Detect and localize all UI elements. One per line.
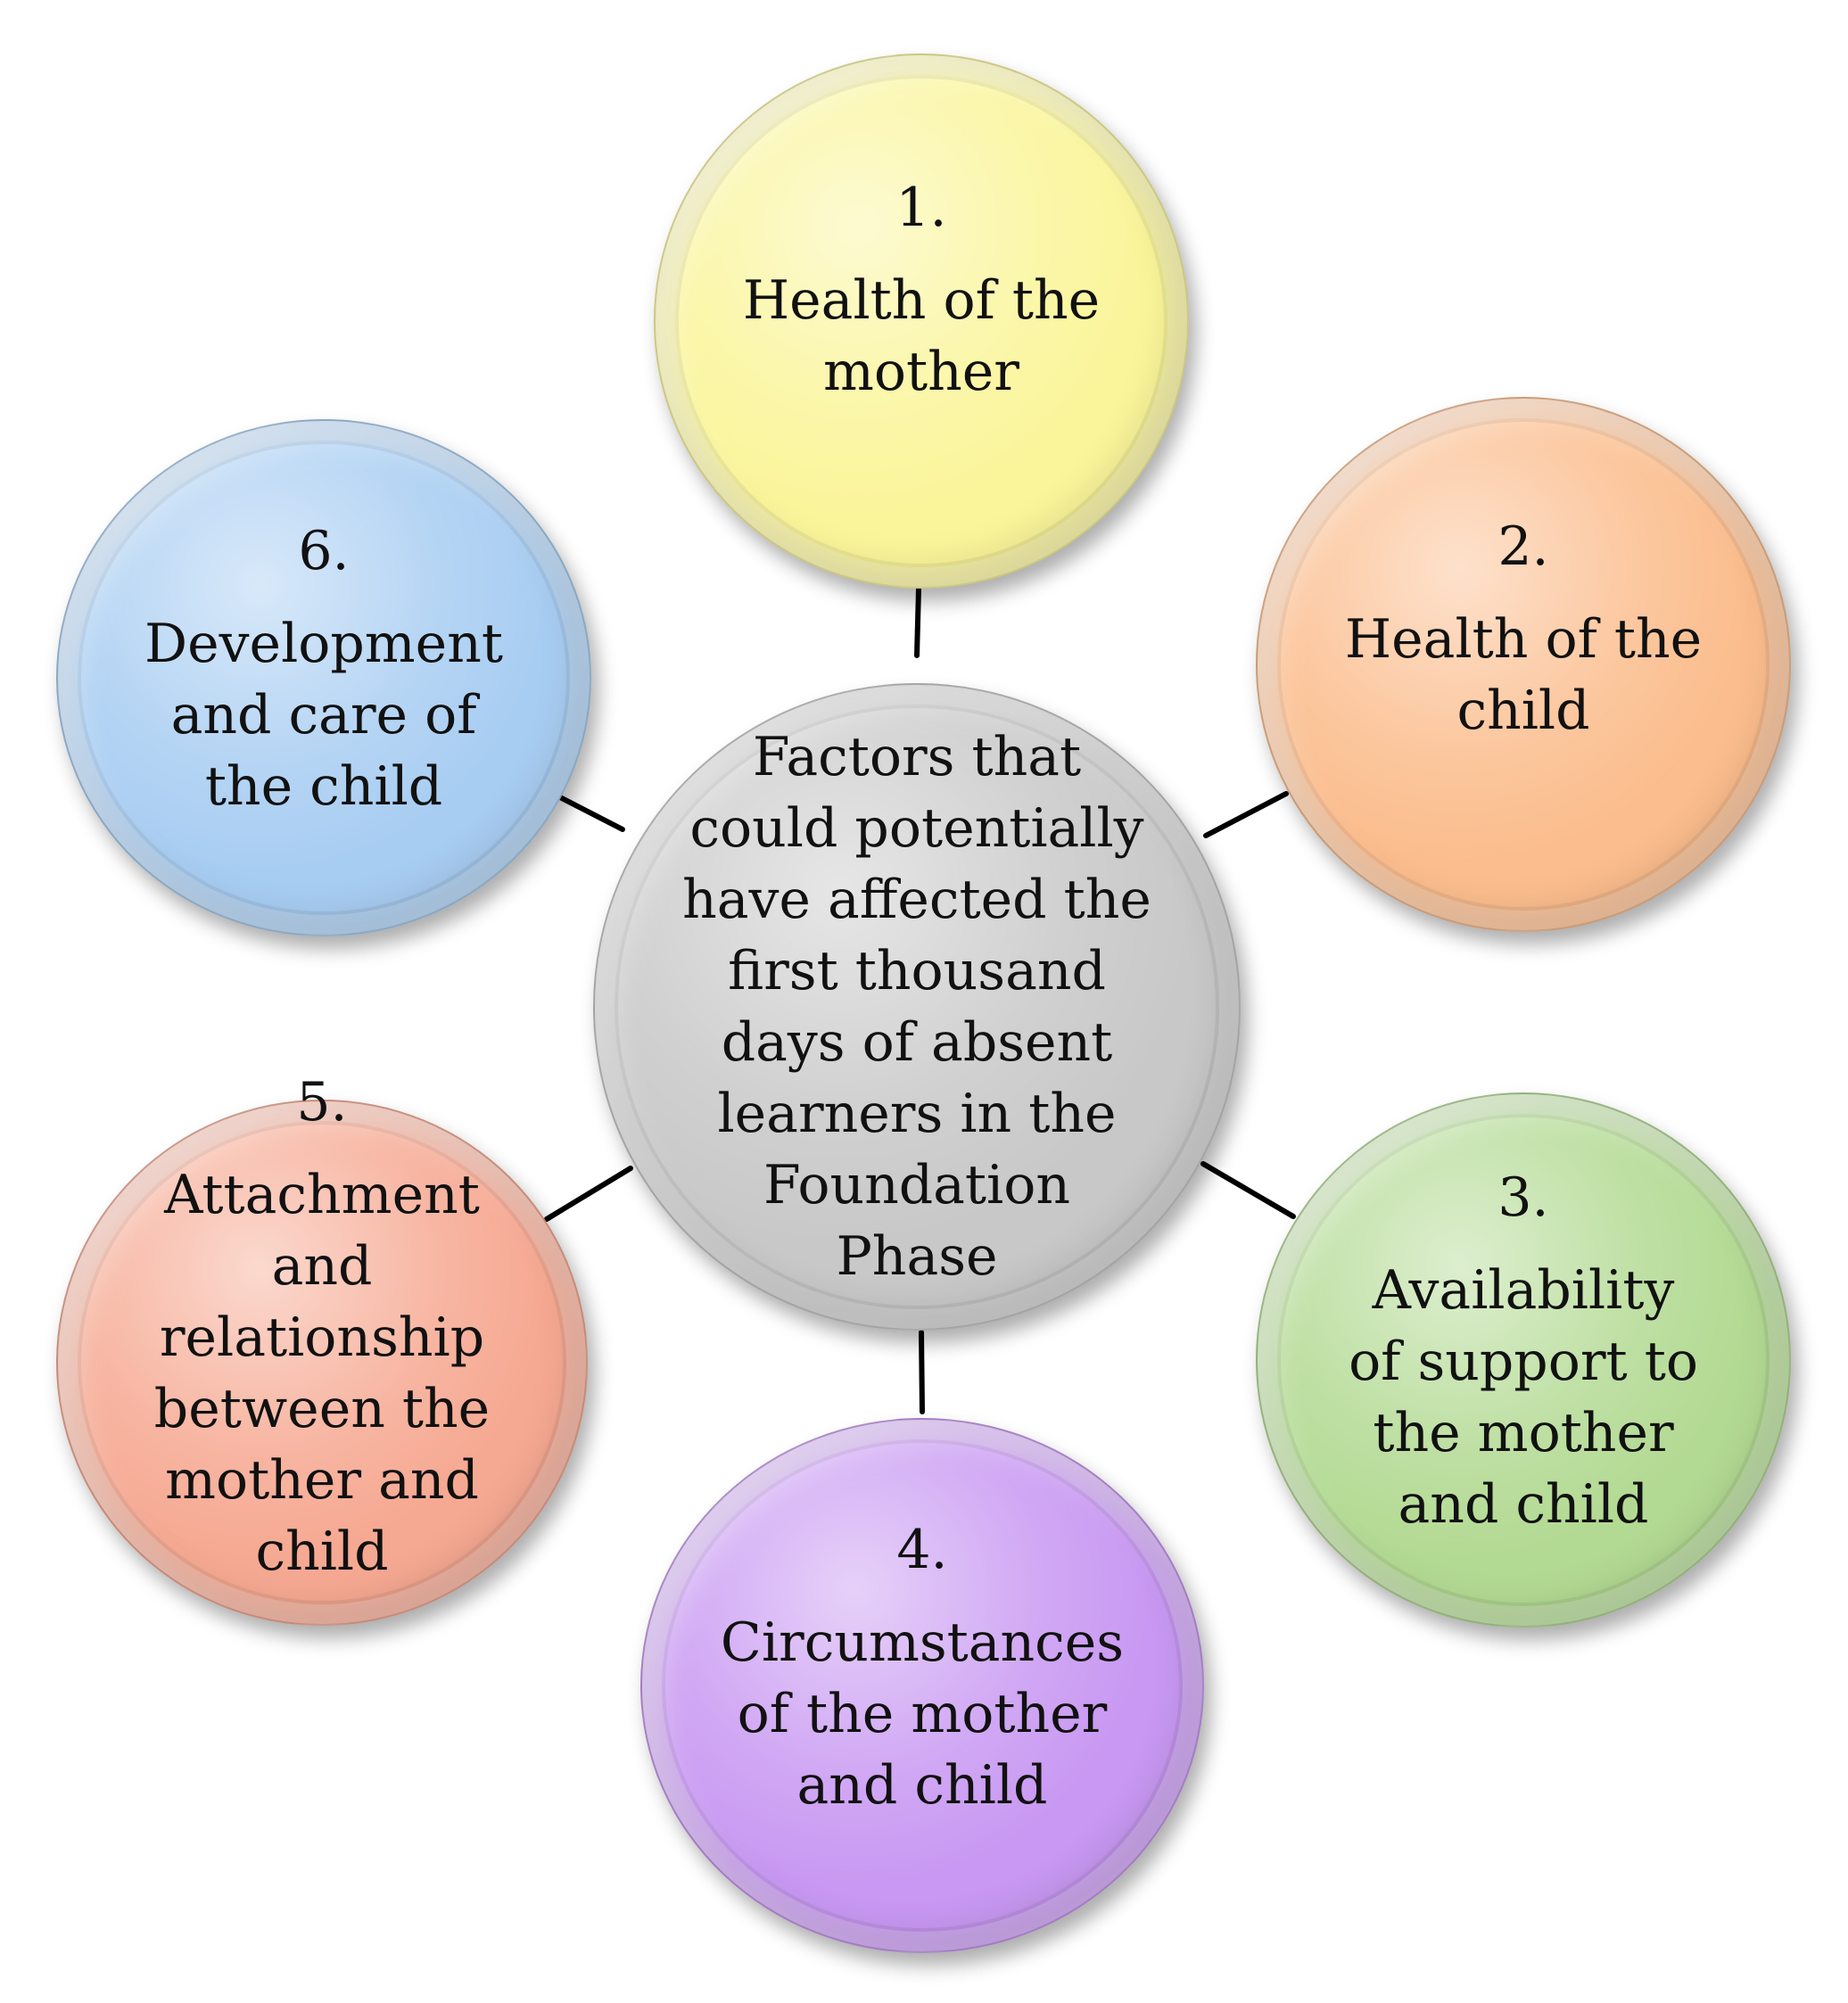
factor-label-1: Health of the mother: [742, 269, 1101, 403]
connector-2: [1203, 791, 1289, 838]
factor-circle-3: 3. Availability of support to the mother…: [1256, 1092, 1791, 1628]
factor-circle-4: 4. Circumstances of the mother and child: [640, 1418, 1204, 1953]
center-topic-circle: Factors that could potentially have affe…: [593, 683, 1241, 1331]
factor-label-2: Health of the child: [1344, 608, 1703, 742]
connector-1: [914, 586, 921, 658]
factor-number-4: 4.: [896, 1519, 948, 1581]
factor-label-4: Circumstances of the mother and child: [720, 1611, 1125, 1817]
factor-circle-2: 2. Health of the child: [1256, 397, 1791, 932]
connector-4: [919, 1330, 925, 1414]
factor-circle-6: 6. Development and care of the child: [56, 419, 591, 936]
connector-3: [1200, 1161, 1296, 1219]
connector-5: [544, 1166, 633, 1222]
factor-number-2: 2.: [1497, 515, 1549, 578]
center-topic-text: Factors that could potentially have affe…: [682, 726, 1151, 1288]
factor-number-3: 3.: [1497, 1166, 1549, 1229]
factor-number-5: 5.: [296, 1071, 348, 1133]
factor-circle-5: 5. Attachment and relationship between t…: [56, 1071, 588, 1626]
factor-label-6: Development and care of the child: [144, 613, 503, 818]
factor-number-1: 1.: [895, 177, 947, 239]
connector-6: [554, 793, 625, 832]
factor-label-3: Availability of support to the mother an…: [1349, 1259, 1698, 1536]
factor-circle-1: 1. Health of the mother: [654, 54, 1189, 589]
factor-label-5: Attachment and relationship between the …: [153, 1164, 491, 1583]
factor-number-6: 6.: [298, 520, 350, 582]
